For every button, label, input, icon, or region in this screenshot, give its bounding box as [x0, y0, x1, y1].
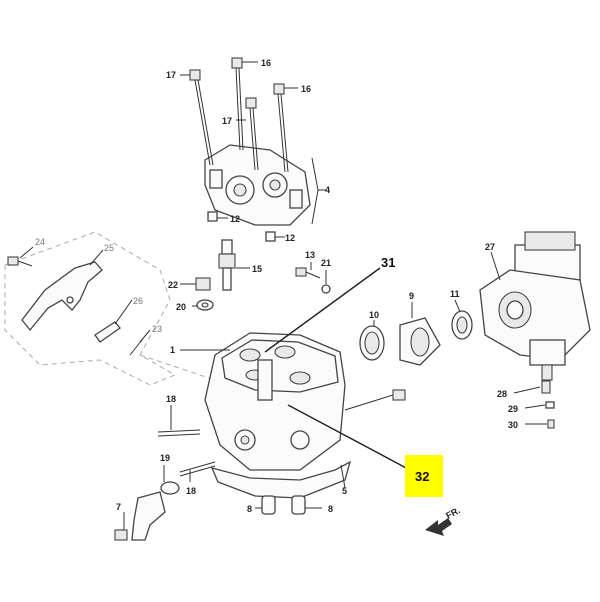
studs-18 [157, 429, 216, 477]
bolt-23 [129, 339, 143, 356]
dashed-group-outline [4, 231, 216, 386]
callout-17-top: 17 [166, 70, 176, 80]
callout-10: 10 [369, 310, 379, 320]
callout-labels: 17 16 16 17 4 12 12 24 25 13 21 15 22 20… [35, 58, 518, 514]
callout-16-top: 16 [261, 58, 271, 68]
forward-arrow-icon [425, 518, 452, 536]
pin-26 [94, 321, 121, 343]
callout-25: 25 [104, 243, 114, 253]
callout-12-a: 12 [230, 214, 240, 224]
callout-4: 4 [325, 185, 330, 195]
leader-31 [264, 267, 381, 353]
callout-18-bottom: 18 [186, 486, 196, 496]
cylinder-head-part [204, 332, 346, 471]
carb-small-parts [541, 380, 555, 429]
head-gasket [210, 460, 352, 499]
long-bolts [189, 57, 289, 173]
callout-8-left: 8 [247, 504, 252, 514]
bolt-24 [7, 256, 33, 267]
callout-23: 23 [152, 324, 162, 334]
callout-21: 21 [321, 258, 331, 268]
callout-16-right: 16 [301, 84, 311, 94]
callout-29: 29 [508, 404, 518, 414]
forward-direction-label: FR. [444, 505, 461, 521]
callout-26: 26 [133, 296, 143, 306]
callout-8-right: 8 [328, 504, 333, 514]
callout-5: 5 [342, 486, 347, 496]
leader-lines [19, 61, 547, 530]
cap-22 [195, 277, 211, 291]
callout-13: 13 [305, 250, 315, 260]
callout-12-b: 12 [285, 233, 295, 243]
spark-plug [218, 239, 250, 291]
callout-15: 15 [252, 264, 262, 274]
callout-20: 20 [176, 302, 186, 312]
insulator-9 [399, 317, 441, 366]
nut-21 [321, 284, 331, 294]
callout-7: 7 [116, 502, 121, 512]
o-ring-19 [160, 481, 180, 495]
clamp-10 [359, 325, 385, 361]
bolt-13 [295, 267, 321, 279]
bolt-right [344, 389, 406, 411]
callout-17-mid: 17 [222, 116, 232, 126]
callout-18-top: 18 [166, 394, 176, 404]
callout-27: 27 [485, 242, 495, 252]
guide-plate-part [21, 261, 103, 332]
callout-11: 11 [450, 289, 460, 299]
water-joint-7 [114, 491, 166, 541]
callout-30: 30 [508, 420, 518, 430]
carburetor-part [479, 231, 591, 381]
dowels-8 [261, 495, 306, 515]
callout-24: 24 [35, 237, 45, 247]
highlight-box-32 [405, 455, 443, 497]
callout-9: 9 [409, 291, 414, 301]
callout-31: 31 [381, 255, 395, 270]
callout-28: 28 [497, 389, 507, 399]
group-bracket-4 [311, 157, 319, 225]
leader-32 [287, 404, 411, 471]
camshaft-holder-part [204, 144, 311, 226]
callout-1: 1 [170, 345, 175, 355]
callout-19: 19 [160, 453, 170, 463]
washer-20 [196, 299, 214, 311]
callout-32: 32 [415, 469, 429, 484]
clamp-11 [451, 310, 473, 340]
callout-22: 22 [168, 280, 178, 290]
